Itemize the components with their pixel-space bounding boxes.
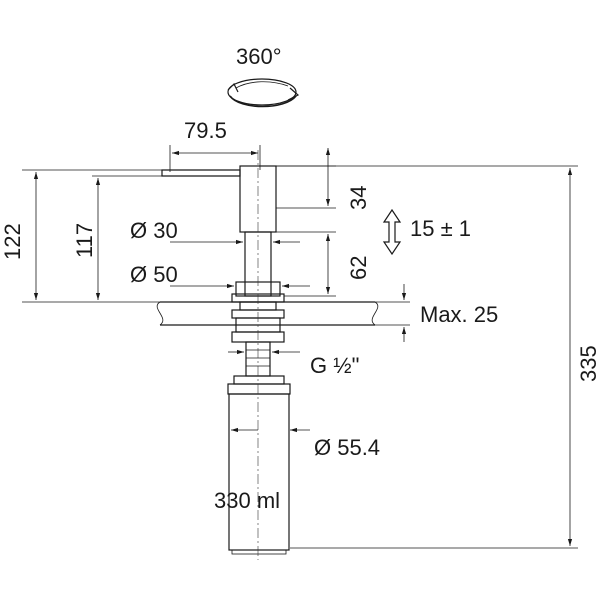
height-62-label: 62 bbox=[346, 256, 371, 280]
stroke-label: 15 ± 1 bbox=[410, 216, 471, 241]
bottle-diameter-label: Ø 55.4 bbox=[314, 435, 380, 460]
countertop bbox=[156, 301, 379, 326]
height-117-dimension bbox=[92, 175, 162, 300]
spout-reach-dimension bbox=[169, 145, 261, 172]
height-122-label: 122 bbox=[0, 223, 25, 260]
rotation-arrow-icon bbox=[227, 78, 300, 108]
dia-30-label: Ø 30 bbox=[130, 218, 178, 243]
height-34-label: 34 bbox=[346, 186, 371, 210]
height-122-dimension bbox=[22, 169, 162, 303]
rotation-label: 360° bbox=[236, 44, 282, 69]
spout-reach-label: 79.5 bbox=[184, 118, 227, 143]
dia-50-label: Ø 50 bbox=[130, 262, 178, 287]
max-thickness-label: Max. 25 bbox=[420, 302, 498, 327]
bottle-volume-label: 330 ml bbox=[214, 488, 280, 513]
total-height-dimension bbox=[276, 165, 578, 549]
soap-bottle bbox=[227, 375, 291, 555]
max-thickness-dimension bbox=[375, 284, 410, 342]
dispenser-head bbox=[161, 165, 285, 303]
stroke-double-arrow-icon bbox=[382, 208, 402, 256]
thread-label: G ½" bbox=[310, 353, 359, 378]
height-117-label: 117 bbox=[72, 223, 97, 258]
total-height-label: 335 bbox=[576, 345, 600, 382]
height-34-62-dimension bbox=[271, 148, 336, 297]
